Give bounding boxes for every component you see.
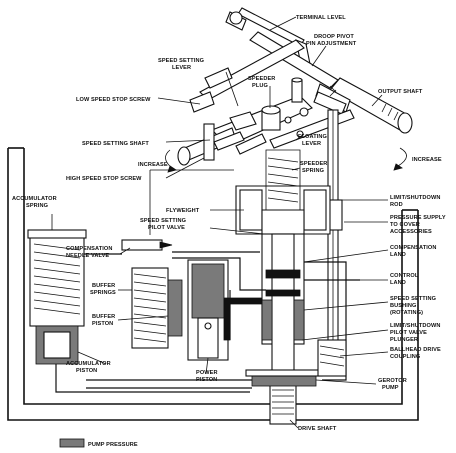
compensation-needle-valve — [121, 239, 173, 251]
label-compensation2: COMPENSATION — [66, 246, 112, 252]
buffer-springs — [131, 267, 169, 349]
label-ballhead-drive: BALLHEAD DRIVE — [390, 347, 441, 353]
label-speeder2: SPEEDER — [300, 161, 327, 167]
governor-housing — [7, 147, 419, 421]
label-increase-left: INCREASE — [138, 162, 168, 168]
label-speed-setting2: SPEED SETTING — [140, 218, 186, 224]
label-accumulator2: ACCUMULATOR — [66, 361, 111, 367]
label-terminal-level: TERMINAL LEVEL — [296, 15, 346, 21]
label-to-cover: TO COVER — [390, 222, 420, 228]
label-control-land: LAND — [390, 280, 406, 286]
label-high-speed-stop-screw: HIGH SPEED STOP SCREW — [66, 176, 142, 182]
label-pin-adjustment: PIN ADJUSTMENT — [306, 41, 357, 47]
speed-setting-shaft — [165, 123, 267, 173]
label-speed-setting-shaft: SPEED SETTING SHAFT — [82, 141, 149, 147]
label-drive-shaft: DRIVE SHAFT — [298, 426, 337, 432]
label-speed-setting: SPEED SETTING — [158, 58, 204, 64]
label-floating: FLOATING — [298, 134, 327, 140]
label-springs: SPRINGS — [90, 290, 116, 296]
label-accumulator-spring: SPRING — [26, 203, 48, 209]
label-rod: ROD — [390, 202, 403, 208]
label-low-speed-stop-screw: LOW SPEED STOP SCREW — [76, 97, 151, 103]
accumulator-spring — [27, 229, 87, 327]
gerotor-pump — [245, 369, 323, 387]
drive-shaft — [269, 383, 297, 425]
oil-passages — [55, 251, 360, 393]
label-power: POWER — [196, 370, 218, 376]
legend-swatch — [59, 438, 85, 448]
label-pump: PUMP — [382, 385, 399, 391]
label-pilot-valve2: PILOT VALVE — [390, 330, 427, 336]
label-power-piston: PISTON — [196, 377, 217, 383]
label-rotating: (ROTATING) — [390, 310, 423, 316]
label-coupling: COUPLING — [390, 354, 420, 360]
label-spring: SPRING — [302, 168, 324, 174]
legend: PUMP PRESSURE — [59, 438, 138, 448]
label-limit-shutdown: LIMIT/SHUTDOWN — [390, 195, 441, 201]
legend-label: PUMP PRESSURE — [88, 442, 138, 448]
label-accessories: ACCESSORIES — [390, 229, 432, 235]
leader-lines — [51, 16, 389, 429]
right-increase-arrow — [393, 147, 407, 171]
label-plunger: PLUNGER — [390, 337, 418, 343]
label-compensation: COMPENSATION — [390, 245, 436, 251]
label-increase-right: INCREASE — [412, 157, 442, 163]
label-speeder: SPEEDER — [248, 76, 275, 82]
speeder-spring — [265, 149, 301, 211]
limit-shutdown-rod — [323, 109, 343, 371]
label-buffer-piston: PISTON — [92, 321, 113, 327]
labels: TERMINAL LEVEL DROOP PIVOT PIN ADJUSTMEN… — [12, 15, 446, 432]
pilot-valve-column — [261, 233, 305, 385]
buffer-piston — [167, 279, 183, 337]
terminal-lever-assembly — [189, 7, 339, 113]
power-piston — [187, 259, 229, 361]
label-needle-valve: NEEDLE VALVE — [66, 253, 109, 259]
label-accumulator-piston: PISTON — [76, 368, 97, 374]
label-pilot-valve: PILOT VALVE — [148, 225, 185, 231]
label-buffer: BUFFER — [92, 283, 115, 289]
label-accumulator: ACCUMULATOR — [12, 196, 57, 202]
label-flyweight: FLYWEIGHT — [166, 208, 200, 214]
accumulator-piston — [35, 325, 79, 365]
label-pressure-supply: PRESSURE SUPPLY — [390, 215, 446, 221]
label-plug: PLUG — [252, 83, 268, 89]
label-floating-lever: LEVER — [302, 141, 321, 147]
label-limit-shutdown2: LIMIT/SHUTDOWN — [390, 323, 441, 329]
label-bushing: BUSHING — [390, 303, 417, 309]
label-gerotor: GEROTOR — [378, 378, 407, 384]
label-lever: LEVER — [172, 65, 191, 71]
label-speed-setting3: SPEED SETTING — [390, 296, 436, 302]
label-droop-pivot: DROOP PIVOT — [314, 34, 354, 40]
label-control: CONTROL — [390, 273, 419, 279]
label-land: LAND — [390, 252, 406, 258]
label-output-shaft: OUTPUT SHAFT — [378, 89, 423, 95]
label-buffer2: BUFFER — [92, 314, 115, 320]
ballhead-drive-coupling — [317, 339, 347, 377]
